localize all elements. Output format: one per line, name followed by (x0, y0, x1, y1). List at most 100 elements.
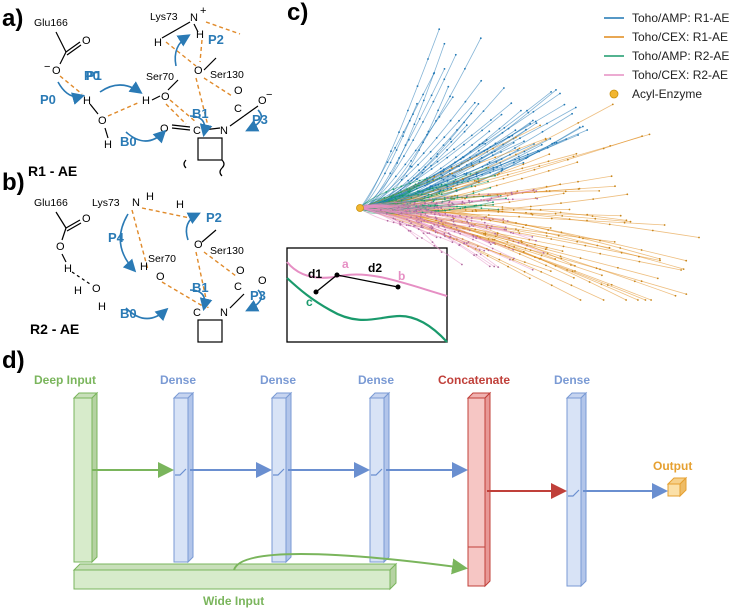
trajectory-point (560, 257, 563, 260)
legend-label-2: Toho/AMP: R2-AE (632, 49, 729, 63)
trajectory-plot (359, 28, 700, 301)
trajectory-point (416, 187, 418, 190)
inset-label-d1: d1 (308, 267, 322, 281)
ser70-label: Ser70 (148, 253, 176, 265)
trajectory-point (423, 220, 426, 222)
trajectory-point (413, 203, 415, 206)
atom-h: H (146, 191, 154, 203)
trajectory-point (485, 167, 488, 169)
trajectory-point (648, 133, 651, 136)
trajectory-point (494, 156, 497, 159)
arrow-label-p2: P2 (208, 32, 224, 47)
trajectory-point (417, 228, 420, 230)
trajectory-point (402, 131, 405, 133)
trajectory-point (545, 264, 547, 267)
trajectory-point (586, 213, 589, 216)
atom-o: O (98, 115, 107, 127)
atom-n: N (190, 12, 198, 24)
atom-n: N (132, 197, 140, 209)
inset-label-c: c (306, 295, 313, 309)
trajectory-point (600, 283, 603, 286)
trajectory-point (513, 257, 515, 260)
trajectory-point (463, 242, 466, 244)
trajectory-point (465, 215, 468, 218)
inset-frame (286, 247, 448, 343)
trajectory-point (465, 172, 468, 175)
trajectory-point (430, 201, 433, 204)
trajectory-point (398, 220, 401, 223)
trajectory-point (507, 136, 509, 139)
trajectory-point (532, 188, 535, 191)
panel-b-scheme: Glu166 O O H O H H Lys73 N H H H Ser70 O… (30, 191, 267, 343)
trajectory-point (540, 254, 543, 257)
trajectory-point (577, 180, 579, 183)
trajectory-point (420, 214, 422, 216)
trajectory-point (450, 219, 453, 221)
trajectory-point (428, 198, 431, 201)
output-label: Output (653, 459, 692, 473)
trajectory-point (432, 100, 435, 103)
trajectory-point (517, 241, 520, 244)
trajectory-point (405, 175, 408, 177)
trajectory-point (401, 195, 404, 197)
trajectory-point (515, 153, 517, 156)
trajectory-point (392, 188, 395, 191)
trajectory-point (523, 261, 526, 263)
trajectory-point (576, 161, 579, 164)
trajectory-point (685, 293, 688, 295)
trajectory-point (488, 265, 491, 268)
trajectory-point (486, 163, 489, 166)
trajectory-point (685, 259, 688, 262)
trajectory-point (394, 175, 397, 178)
trajectory-point (515, 222, 517, 224)
trajectory-point (541, 130, 544, 133)
trajectory-point (444, 198, 446, 201)
trajectory-point (500, 170, 503, 172)
trajectory-point (516, 190, 519, 193)
trajectory-point (625, 219, 628, 222)
trajectory-point (640, 280, 643, 283)
trajectory-point (658, 258, 661, 260)
trajectory-point (395, 149, 398, 151)
trajectory-point (574, 106, 577, 109)
trajectory-point (518, 232, 521, 235)
trajectory-point (477, 181, 480, 184)
trajectory-point (557, 234, 560, 237)
arrow-p3 (245, 109, 263, 132)
trajectory-point (430, 168, 433, 170)
trajectory-point (452, 174, 454, 177)
ser130-label: Ser130 (210, 245, 244, 257)
trajectory-point (413, 201, 416, 204)
inset-label-a: a (342, 257, 349, 271)
trajectory-point (468, 229, 471, 232)
trajectory-point (531, 213, 534, 216)
trajectory-point (488, 161, 491, 164)
trajectory-point (482, 195, 485, 198)
trajectory-point (548, 153, 551, 156)
trajectory-point (509, 258, 511, 261)
trajectory-point (430, 211, 433, 214)
trajectory-point (510, 231, 512, 234)
trajectory-point (478, 249, 481, 251)
trajectory-point (444, 209, 447, 212)
atom-o: O (92, 283, 101, 295)
arrow-p4 (119, 213, 137, 273)
trajectory-point (452, 185, 455, 188)
trajectory-point (408, 138, 410, 141)
trajectory-point (449, 235, 452, 238)
trajectory-point (540, 143, 543, 146)
trajectory-point (501, 131, 504, 134)
trajectory-point (492, 166, 495, 169)
trajectory-point (438, 192, 441, 195)
trajectory-point (403, 204, 405, 206)
legend: Toho/AMP: R1-AE Toho/CEX: R1-AE Toho/AMP… (604, 11, 729, 101)
panel-a-scheme: Glu166 O O − H O H H O Ser70 C O N C O O (28, 5, 272, 179)
trajectory-point (442, 189, 445, 192)
trajectory-point (433, 245, 436, 247)
legend-label-acyl: Acyl-Enzyme (632, 87, 702, 101)
trajectory-point (418, 190, 421, 193)
trajectory-point (503, 87, 505, 89)
trajectory-point (436, 153, 439, 155)
trajectory-point (498, 127, 501, 130)
trajectory-point (461, 200, 464, 203)
